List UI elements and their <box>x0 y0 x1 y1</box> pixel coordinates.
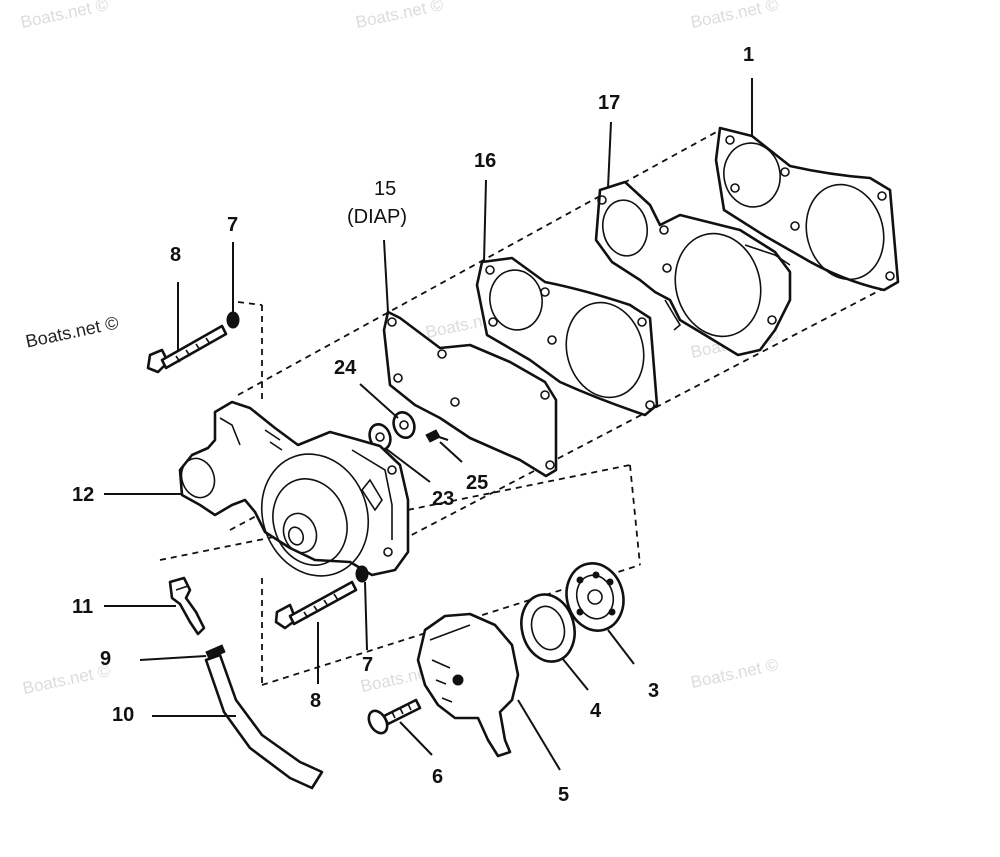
filter-cover-part-5 <box>416 612 520 758</box>
pump-cover-part-12 <box>178 400 410 577</box>
callout-7-lower: 7 <box>362 654 374 676</box>
callout-23: 23 <box>432 488 455 510</box>
screen-part-3 <box>565 562 625 632</box>
callout-7-upper: 7 <box>227 214 239 236</box>
callout-17: 17 <box>598 92 621 114</box>
diaphragm-part-15 <box>382 310 558 478</box>
screw-part-8-lower <box>274 565 369 630</box>
callout-9: 9 <box>100 648 112 670</box>
screw-part-6 <box>367 698 422 735</box>
callout-8-upper: 8 <box>170 244 182 266</box>
leader-lines <box>104 78 753 771</box>
callout-15: 15 <box>374 178 397 200</box>
callout-12: 12 <box>72 484 95 506</box>
callout-16: 16 <box>474 150 497 172</box>
gasket-part-1 <box>714 126 900 292</box>
callout-4: 4 <box>590 700 602 722</box>
callout-6: 6 <box>432 766 444 788</box>
callout-11: 11 <box>72 596 94 618</box>
fitting-part-11 <box>168 576 206 636</box>
callout-3: 3 <box>648 680 660 702</box>
callout-1: 1 <box>743 44 755 66</box>
gasket-part-16 <box>475 256 659 417</box>
gasket-part-4 <box>520 593 576 663</box>
callout-24: 24 <box>334 357 357 379</box>
callout-8-lower: 8 <box>310 690 322 712</box>
hose-part-10 <box>204 653 324 790</box>
callout-5: 5 <box>558 784 570 806</box>
pump-body-part-17 <box>594 180 792 357</box>
callout-25: 25 <box>466 472 489 494</box>
callout-15-note: (DIAP) <box>347 206 407 228</box>
clamp-part-9 <box>205 644 226 660</box>
callout-10: 10 <box>112 704 135 726</box>
screw-part-8-upper <box>146 311 240 374</box>
